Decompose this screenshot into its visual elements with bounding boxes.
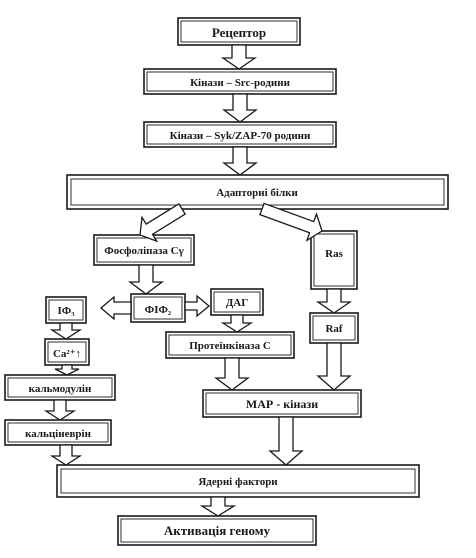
arrow-pkc-map (214, 357, 250, 391)
node-calcineurin-label: кальціневрін (25, 428, 91, 440)
node-syk-kinases-label: Кінази – Syk/ZAP-70 родини (170, 130, 311, 142)
node-receptor-label: Рецептор (212, 25, 266, 40)
node-protein-kinase-c-label: Протеїнкіназа С (189, 340, 271, 352)
node-phospholipase: Фосфоліпаза Сγ (93, 234, 195, 266)
node-calmodulin: кальмодулін (4, 374, 116, 401)
arrow-ras-raf (315, 288, 353, 314)
node-map-kinases: МАР - кінази (202, 389, 362, 418)
arrow-raf-map (316, 342, 352, 391)
node-protein-kinase-c: Протеїнкіназа С (165, 331, 295, 359)
node-raf: Raf (309, 312, 359, 344)
arrow-fif2-dag (184, 294, 211, 318)
node-adapter-proteins: Адапторні білки (66, 174, 449, 210)
node-fif2-label: ФІФ₂ (145, 304, 172, 316)
node-genome-activation-label: Активація геному (164, 523, 271, 538)
arrow-src-syk (222, 93, 258, 123)
arrow-receptor-src (220, 44, 258, 70)
node-dag: ДАГ (210, 288, 264, 316)
arrow-nuclear-genome (199, 496, 237, 517)
arrow-calmodulin-calcineurin (43, 399, 77, 421)
arrow-calcium-calmodulin (54, 364, 80, 376)
node-src-kinases: Кінази – Src-родини (143, 68, 337, 95)
node-ras: Ras (310, 230, 358, 290)
node-raf-label: Raf (325, 323, 342, 335)
arrow-calcineurin-nuclear (49, 444, 83, 466)
node-if3: ІФ₃ (45, 296, 87, 324)
node-calcium: Ca²⁺↑ (44, 338, 90, 366)
arrow-adapter-ras (259, 202, 323, 242)
arrow-if3-calcium (49, 322, 83, 340)
node-genome-activation: Активація геному (117, 515, 317, 546)
arrow-dag-pkc (220, 314, 254, 333)
node-nuclear-factors-label: Ядерні фактори (198, 476, 278, 488)
node-calmodulin-label: кальмодулін (29, 383, 92, 395)
arrow-syk-adapter (222, 146, 258, 176)
node-src-kinases-label: Кінази – Src-родини (190, 77, 291, 89)
node-nuclear-factors: Ядерні фактори (56, 464, 420, 498)
arrow-adapter-phospholipase (139, 203, 187, 243)
node-map-kinases-label: МАР - кінази (246, 397, 318, 411)
arrow-map-nuclear (268, 416, 304, 466)
arrow-phospholipase-fif2 (128, 264, 164, 295)
arrows-group (43, 44, 353, 517)
node-dag-label: ДАГ (226, 297, 249, 309)
node-phospholipase-label: Фосфоліпаза Сγ (104, 245, 183, 257)
node-calcineurin: кальціневрін (4, 419, 112, 446)
node-receptor: Рецептор (177, 17, 301, 46)
node-calcium-label: Ca²⁺↑ (53, 348, 81, 360)
node-syk-kinases: Кінази – Syk/ZAP-70 родини (143, 121, 337, 148)
node-fif2: ФІФ₂ (130, 293, 186, 323)
arrow-fif2-if3 (99, 295, 132, 321)
node-ras-label: Ras (325, 248, 343, 260)
node-if3-label: ІФ₃ (57, 305, 75, 317)
node-adapter-proteins-label: Адапторні білки (216, 187, 298, 199)
